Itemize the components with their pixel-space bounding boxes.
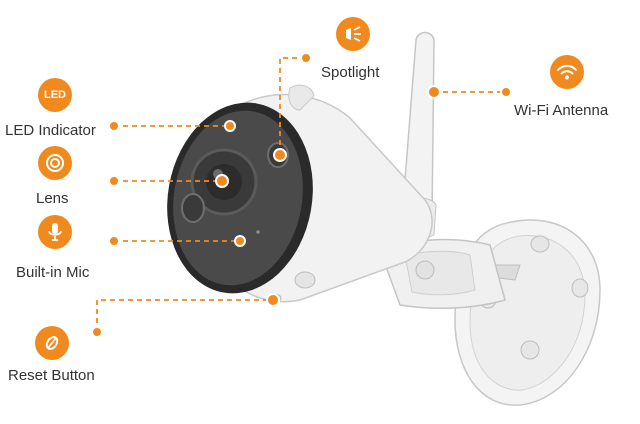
lens-icon	[38, 146, 72, 180]
wifi-antenna-label: Wi-Fi Antenna	[514, 102, 609, 119]
spotlight-label: Spotlight	[321, 64, 380, 81]
lens-label: Lens	[36, 190, 69, 207]
spotlight-icon	[336, 17, 370, 51]
led-icon-text: LED	[44, 89, 66, 101]
lens-target	[215, 174, 229, 188]
built-in-mic-target	[234, 235, 246, 247]
reset-icon	[35, 326, 69, 360]
reset-button-leader	[96, 299, 273, 332]
led-icon: LED	[38, 78, 72, 112]
built-in-mic-label: Built-in Mic	[16, 264, 90, 281]
lens-dot	[108, 175, 120, 187]
led-indicator-label: LED Indicator	[5, 122, 96, 139]
led-indicator-dot	[108, 120, 120, 132]
reset-button-dot	[91, 326, 103, 338]
microphone-icon	[38, 215, 72, 249]
wifi-antenna-target	[427, 85, 441, 99]
reset-button-target	[266, 293, 280, 307]
spotlight-target	[273, 148, 287, 162]
built-in-mic-dot	[108, 235, 120, 247]
spotlight-dot	[300, 52, 312, 64]
spotlight-leader	[279, 57, 306, 155]
wifi-icon	[550, 55, 584, 89]
reset-button-label: Reset Button	[8, 367, 95, 384]
wifi-antenna-dot	[500, 86, 512, 98]
led-indicator-target	[224, 120, 236, 132]
